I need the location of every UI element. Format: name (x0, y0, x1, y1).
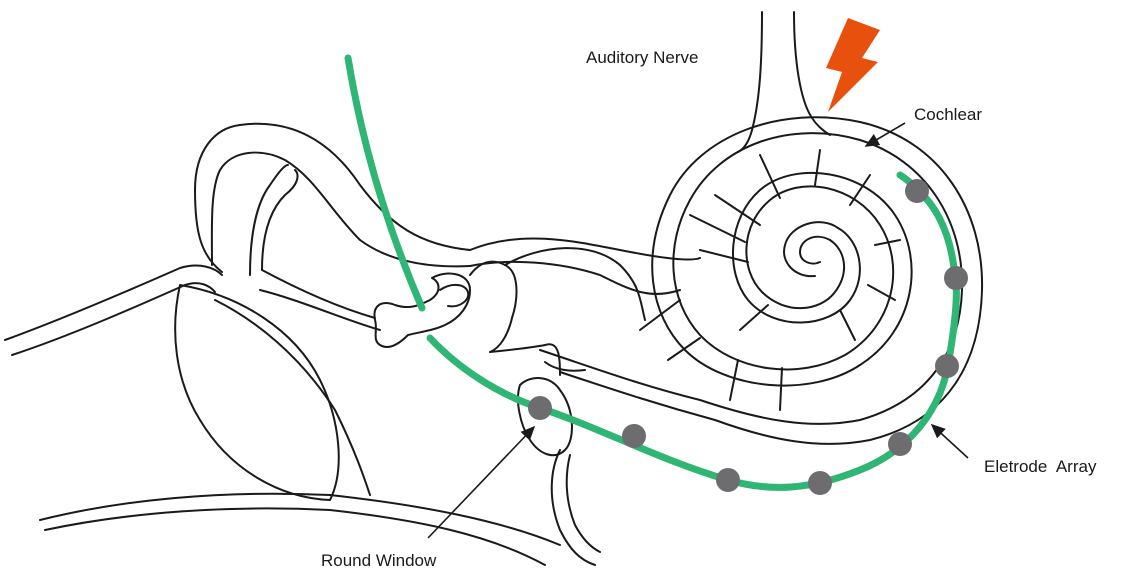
auditory-nerve-label: Auditory Nerve (586, 49, 698, 66)
electrode-contact (716, 468, 740, 492)
outer-ear-outline (5, 266, 560, 565)
cochlear-label: Cochlear (914, 106, 982, 123)
round-window-label: Round Window (321, 552, 436, 569)
auditory-nerve-shape (738, 12, 830, 152)
electrode-contact (935, 354, 959, 378)
cochlear-pointer-arrow (866, 123, 905, 146)
ossicles (374, 262, 516, 352)
electrode-array (348, 58, 968, 495)
lightning-bolt-icon (826, 18, 880, 112)
semicircular-canals (195, 124, 700, 330)
electrode-contact (808, 471, 832, 495)
cochlea-spiral (540, 117, 982, 444)
electrode-contact (944, 266, 968, 290)
vestibule (490, 248, 645, 565)
electrode-array-label: Eletrode Array (984, 458, 1096, 475)
electrode-contact (888, 432, 912, 456)
electrode-contact (528, 396, 552, 420)
round-window-pointer-arrow (428, 427, 534, 538)
electrode-contact (622, 424, 646, 448)
electrode-contact (905, 179, 929, 203)
electrode-array-pointer-arrow (932, 425, 968, 458)
